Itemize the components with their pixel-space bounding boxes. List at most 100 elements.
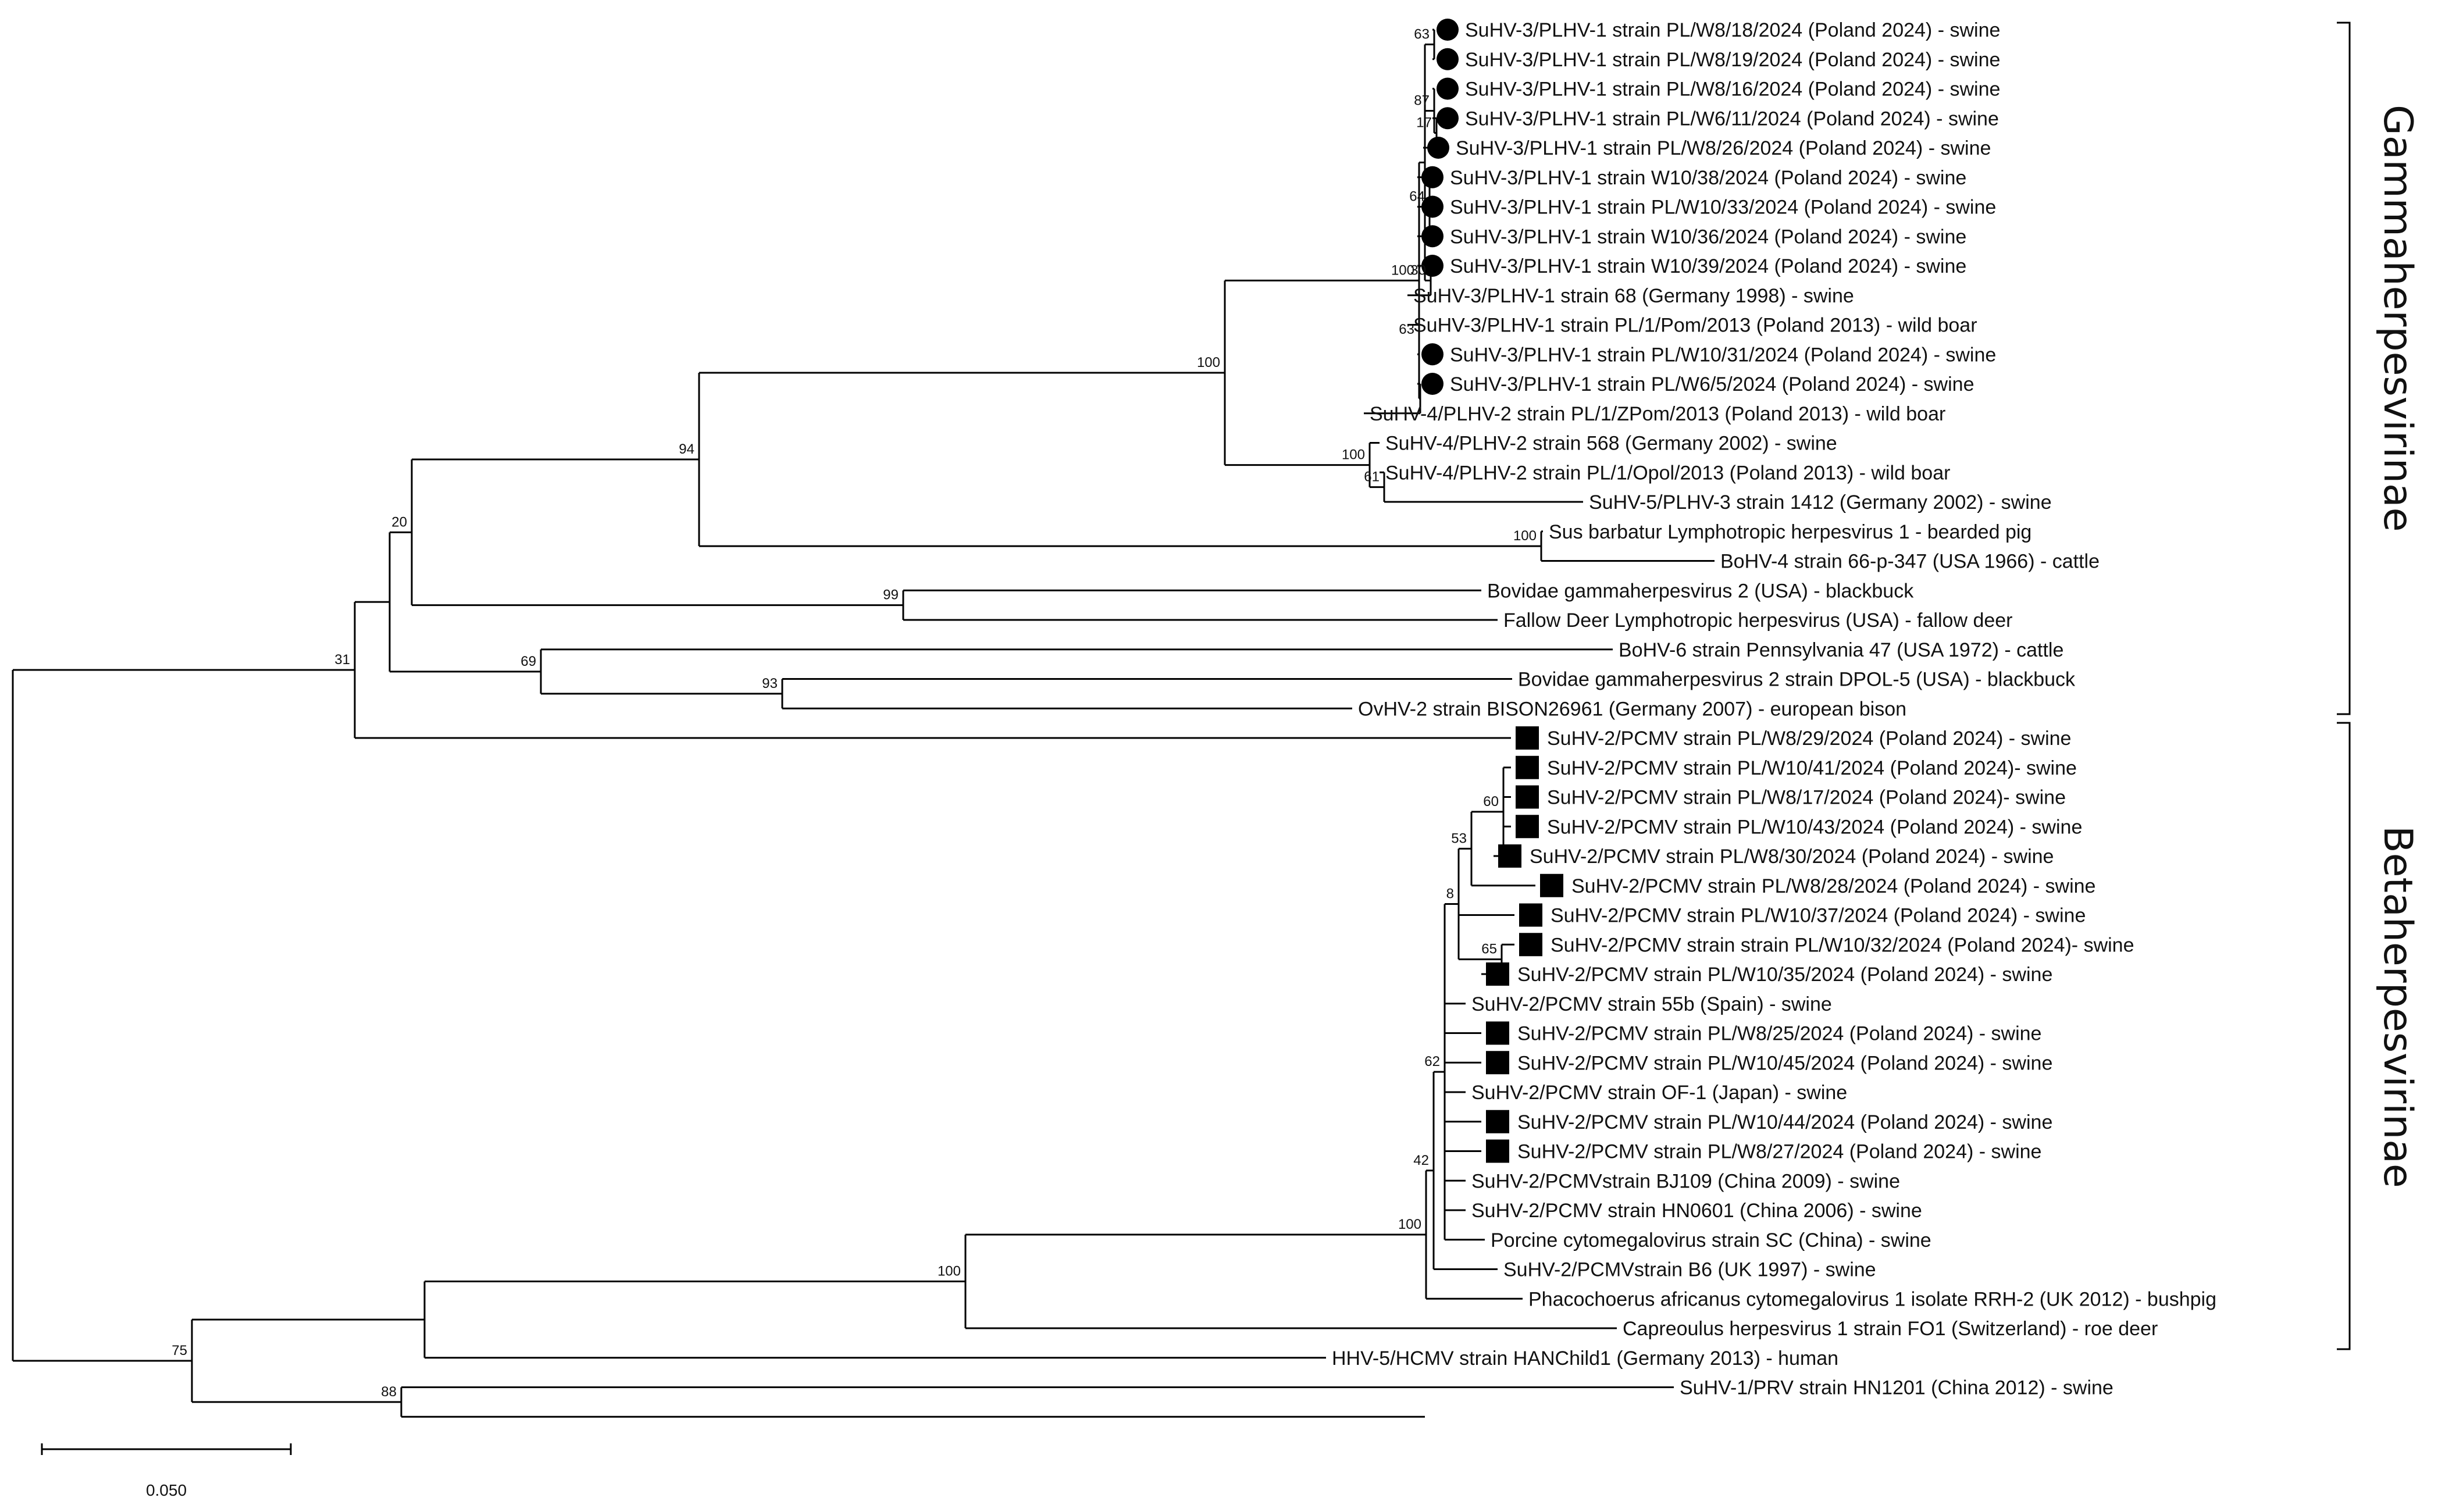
bootstrap-value: 65 — [1481, 942, 1497, 957]
sample-square-marker — [1516, 785, 1539, 809]
tree-leaf: Bovidae gammaherpesvirus 2 strain DPOL-5… — [1518, 669, 2076, 691]
leaf-label: Phacochoerus africanus cytomegalovirus 1… — [1528, 1288, 2216, 1310]
leaf-label: SuHV-2/PCMV strain PL/W8/28/2024 (Poland… — [1571, 875, 2095, 897]
sample-square-marker — [1486, 1110, 1509, 1133]
tree-leaf: SuHV-5/PLHV-3 strain 1412 (Germany 2002)… — [1589, 491, 2052, 513]
bootstrap-value: 100 — [938, 1264, 961, 1279]
leaf-label: SuHV-3/PLHV-1 strain PL/W8/19/2024 (Pola… — [1465, 49, 2000, 71]
clade-bracket-gammaherpesvirinae — [2337, 22, 2351, 715]
tree-leaf: SuHV-4/PLHV-2 strain PL/1/ZPom/2013 (Pol… — [1370, 403, 1945, 425]
sample-circle-marker — [1421, 195, 1444, 218]
clade-bracket-betaherpesvirinae — [2337, 722, 2351, 1350]
sample-circle-marker — [1437, 48, 1459, 70]
tree-leaf: SuHV-3/PLHV-1 strain PL/W8/16/2024 (Pola… — [1437, 77, 2000, 101]
bootstrap-value: 99 — [883, 587, 899, 603]
leaf-label: Bovidae gammaherpesvirus 2 strain DPOL-5… — [1518, 669, 2076, 691]
tree-leaf: SuHV-3/PLHV-1 strain PL/W10/33/2024 (Pol… — [1421, 195, 1996, 219]
sample-square-marker — [1519, 903, 1542, 927]
leaf-label: SuHV-2/PCMVstrain B6 (UK 1997) - swine — [1503, 1259, 1876, 1281]
sample-square-marker — [1516, 755, 1539, 779]
leaf-label: Porcine cytomegalovirus strain SC (China… — [1491, 1229, 1931, 1251]
bootstrap-value: 93 — [762, 676, 778, 691]
leaf-label: Fallow Deer Lymphotropic herpesvirus (US… — [1503, 609, 2013, 632]
scale-bar — [41, 1443, 292, 1455]
sample-circle-marker — [1421, 225, 1444, 248]
tree-leaf: SuHV-2/PCMV strain OF-1 (Japan) - swine — [1471, 1082, 1847, 1104]
leaf-label: SuHV-4/PLHV-2 strain PL/1/Opol/2013 (Pol… — [1385, 462, 1950, 484]
tree-leaf: SuHV-3/PLHV-1 strain PL/W10/31/2024 (Pol… — [1421, 343, 1996, 366]
leaf-label: SuHV-3/PLHV-1 strain PL/W8/26/2024 (Pola… — [1456, 137, 1991, 159]
tree-leaf: SuHV-2/PCMV strain PL/W10/35/2024 (Polan… — [1486, 962, 2052, 986]
tree-leaf: SuHV-2/PCMV strain 55b (Spain) - swine — [1471, 993, 1832, 1015]
leaf-label: SuHV-3/PLHV-1 strain PL/W8/18/2024 (Pola… — [1465, 19, 2000, 41]
bootstrap-value: 64 — [1409, 189, 1425, 205]
leaf-label: SuHV-2/PCMV strain OF-1 (Japan) - swine — [1471, 1082, 1847, 1104]
leaf-label: SuHV-3/PLHV-1 strain W10/38/2024 (Poland… — [1450, 167, 1966, 189]
leaf-label: SuHV-2/PCMV strain HN0601 (China 2006) -… — [1471, 1200, 1922, 1222]
bootstrap-value: 87 — [1414, 93, 1430, 109]
leaf-label: SuHV-2/PCMV strain strain PL/W10/32/2024… — [1551, 934, 2134, 956]
bootstrap-value: 63 — [1399, 322, 1414, 337]
tree-leaf: SuHV-2/PCMV strain PL/W10/45/2024 (Polan… — [1486, 1051, 2052, 1075]
bootstrap-value: 60 — [1483, 794, 1499, 810]
sample-square-marker — [1516, 815, 1539, 839]
leaf-label: Bovidae gammaherpesvirus 2 (USA) - black… — [1487, 580, 1914, 602]
tree-leaf: SuHV-3/PLHV-1 strain PL/W6/11/2024 (Pola… — [1437, 107, 1999, 130]
sample-square-marker — [1540, 873, 1563, 897]
bootstrap-value: 31 — [334, 652, 350, 668]
bootstrap-value: 17 — [1416, 115, 1432, 131]
tree-leaf: SuHV-2/PCMV strain PL/W8/17/2024 (Poland… — [1516, 785, 2066, 809]
tree-leaf: Sus barbatur Lymphotropic herpesvirus 1 … — [1549, 521, 2031, 543]
bootstrap-value: 88 — [381, 1384, 397, 1400]
sample-circle-marker — [1421, 166, 1444, 188]
tree-leaf: SuHV-3/PLHV-1 strain W10/39/2024 (Poland… — [1421, 255, 1966, 277]
leaf-label: SuHV-2/PCMV strain PL/W8/27/2024 (Poland… — [1517, 1141, 2041, 1163]
tree-leaf: BoHV-6 strain Pennsylvania 47 (USA 1972)… — [1619, 639, 2063, 661]
bootstrap-value: 42 — [1413, 1153, 1429, 1168]
tree-leaf: OvHV-2 strain BISON26961 (Germany 2007) … — [1358, 698, 1906, 720]
tree-leaf: SuHV-2/PCMV strain PL/W10/43/2024 (Polan… — [1516, 815, 2082, 839]
tree-leaf: SuHV-2/PCMVstrain BJ109 (China 2009) - s… — [1471, 1170, 1900, 1192]
bootstrap-value: 100 — [1342, 447, 1365, 463]
bootstrap-value: 100 — [1513, 528, 1537, 544]
leaf-group: SuHV-3/PLHV-1 strain PL/W8/18/2024 (Pola… — [1332, 19, 2216, 1399]
leaf-label: SuHV-2/PCMV strain PL/W10/41/2024 (Polan… — [1547, 757, 2077, 779]
tree-leaf: BoHV-4 strain 66-p-347 (USA 1966) - catt… — [1720, 551, 2100, 573]
leaf-label: BoHV-6 strain Pennsylvania 47 (USA 1972)… — [1619, 639, 2063, 661]
leaf-label: SuHV-3/PLHV-1 strain PL/W6/11/2024 (Pola… — [1465, 108, 1999, 130]
sample-square-marker — [1486, 1051, 1509, 1075]
bootstrap-value: 53 — [1451, 830, 1467, 846]
tree-leaf: Bovidae gammaherpesvirus 2 (USA) - black… — [1487, 580, 1914, 602]
leaf-label: SuHV-2/PCMV strain PL/W8/17/2024 (Poland… — [1547, 787, 2066, 809]
tree-leaf: SuHV-2/PCMV strain PL/W10/37/2024 (Polan… — [1519, 903, 2086, 927]
leaf-label: SuHV-3/PLHV-1 strain PL/W10/33/2024 (Pol… — [1450, 197, 1996, 219]
leaf-label: SuHV-1/PRV strain HN1201 (China 2012) - … — [1680, 1377, 2113, 1399]
tree-leaf: SuHV-4/PLHV-2 strain 568 (Germany 2002) … — [1385, 433, 1837, 455]
sample-square-marker — [1486, 1139, 1509, 1163]
tree-leaf: SuHV-4/PLHV-2 strain PL/1/Opol/2013 (Pol… — [1385, 462, 1950, 484]
scale-bar-label: 0.050 — [146, 1481, 187, 1499]
bootstrap-value: 20 — [391, 514, 407, 530]
sample-square-marker — [1486, 1021, 1509, 1045]
leaf-label: SuHV-3/PLHV-1 strain W10/39/2024 (Poland… — [1450, 255, 1966, 277]
leaf-label: SuHV-3/PLHV-1 strain PL/W8/16/2024 (Pola… — [1465, 79, 2000, 101]
sample-circle-marker — [1437, 19, 1459, 41]
leaf-label: SuHV-2/PCMV strain PL/W8/25/2024 (Poland… — [1517, 1023, 2041, 1045]
tree-leaf: SuHV-2/PCMV strain HN0601 (China 2006) -… — [1471, 1200, 1922, 1222]
leaf-label: SuHV-2/PCMV strain PL/W10/43/2024 (Polan… — [1547, 816, 2082, 838]
leaf-label: BoHV-4 strain 66-p-347 (USA 1966) - catt… — [1720, 551, 2100, 573]
tree-leaf: SuHV-3/PLHV-1 strain W10/36/2024 (Poland… — [1421, 225, 1966, 248]
bootstrap-value: 100 — [1391, 262, 1414, 278]
bootstrap-value: 30 — [1410, 262, 1426, 278]
leaf-label: SuHV-3/PLHV-1 strain W10/36/2024 (Poland… — [1450, 226, 1966, 248]
leaf-label: SuHV-3/PLHV-1 strain 68 (Germany 1998) -… — [1413, 285, 1854, 307]
leaf-label: OvHV-2 strain BISON26961 (Germany 2007) … — [1358, 698, 1906, 720]
leaf-label: SuHV-3/PLHV-1 strain PL/1/Pom/2013 (Pola… — [1413, 315, 1977, 337]
tree-leaf: SuHV-3/PLHV-1 strain PL/W6/5/2024 (Polan… — [1421, 373, 1974, 395]
tree-leaf: SuHV-2/PCMVstrain B6 (UK 1997) - swine — [1503, 1259, 1876, 1281]
bootstrap-value: 61 — [1364, 469, 1380, 485]
tree-leaf: SuHV-2/PCMV strain strain PL/W10/32/2024… — [1519, 933, 2134, 957]
leaf-label: SuHV-2/PCMV strain PL/W8/30/2024 (Poland… — [1530, 846, 2054, 868]
tree-leaf: Phacochoerus africanus cytomegalovirus 1… — [1528, 1288, 2216, 1310]
